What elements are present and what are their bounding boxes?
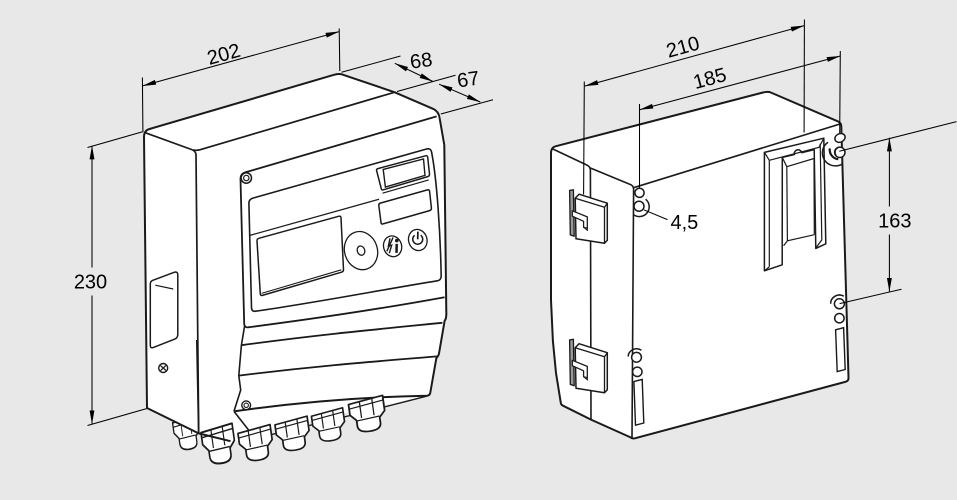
svg-text:67: 67 [456, 68, 481, 93]
svg-text:68: 68 [409, 49, 434, 74]
svg-text:163: 163 [878, 211, 911, 233]
svg-text:4,5: 4,5 [671, 212, 699, 234]
svg-text:230: 230 [74, 272, 107, 294]
